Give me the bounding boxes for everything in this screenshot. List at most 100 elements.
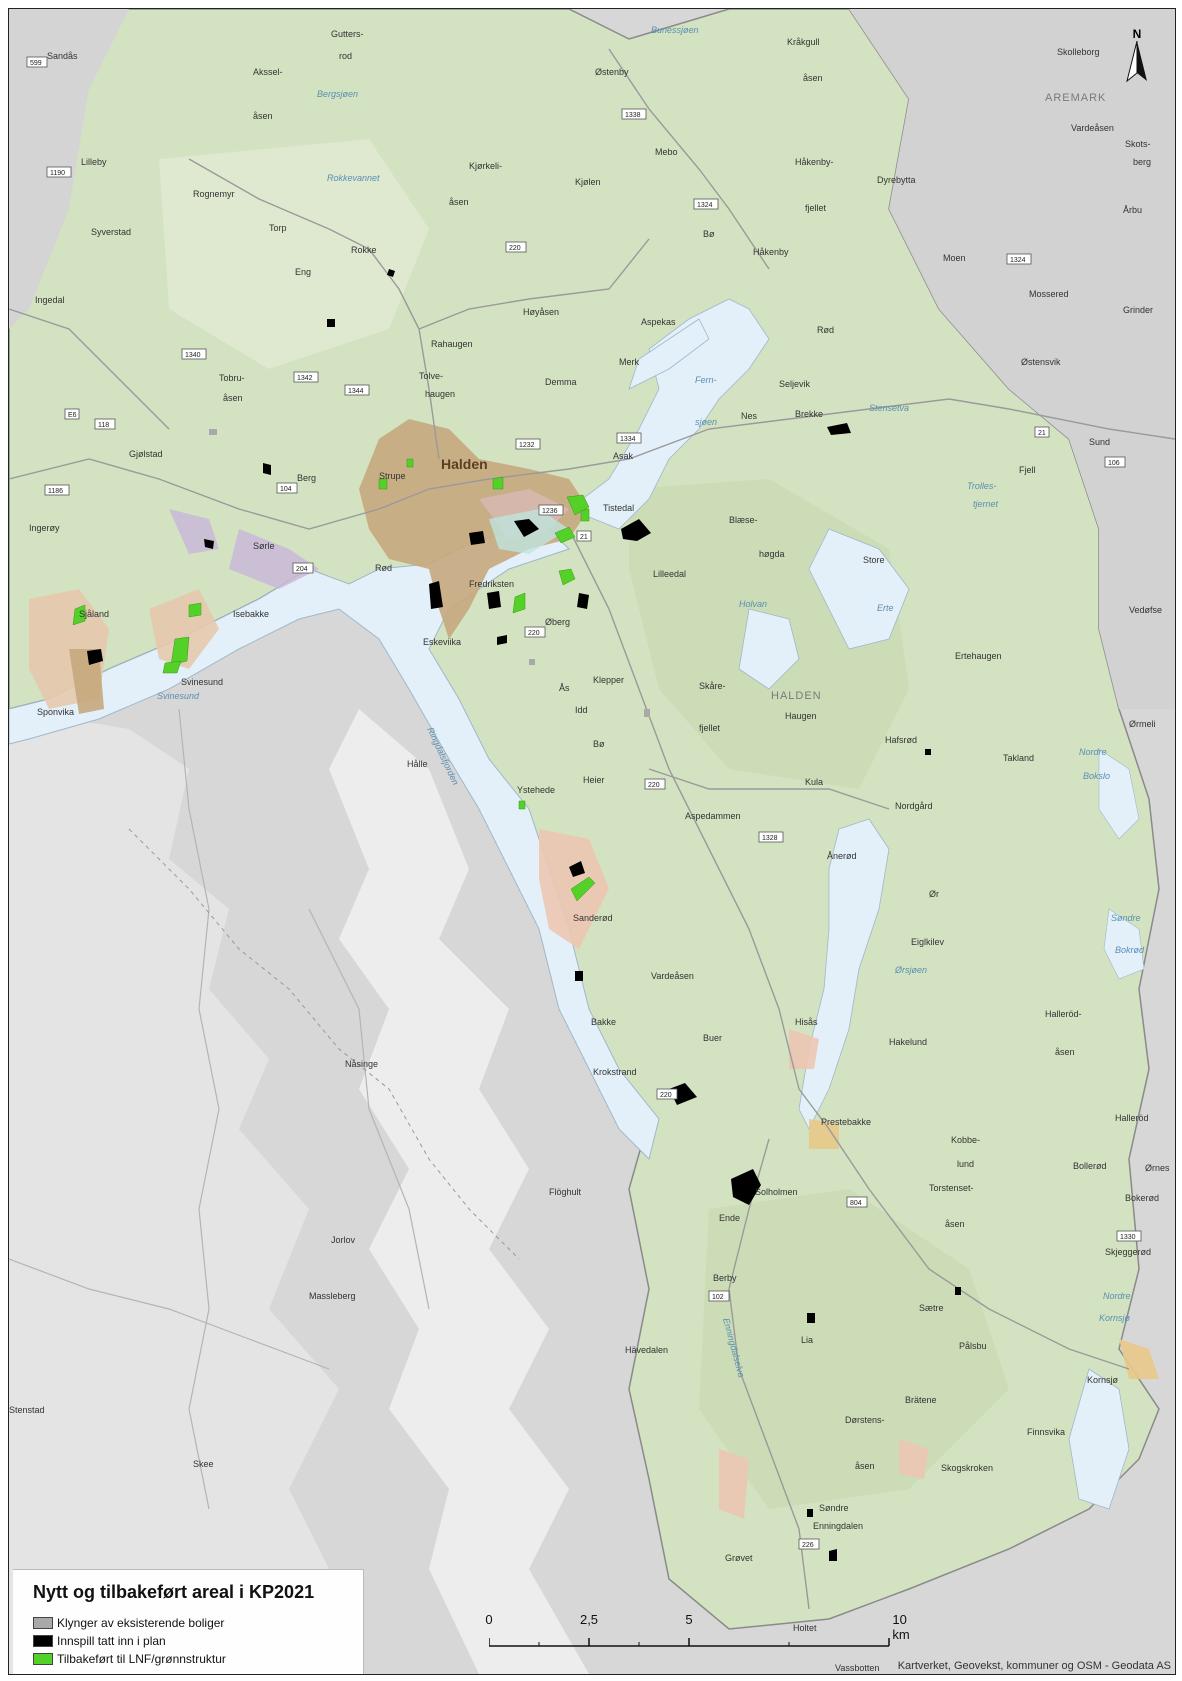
svg-text:Skjeggerød: Skjeggerød [1105, 1247, 1151, 1257]
svg-text:Ertehaugen: Ertehaugen [955, 651, 1002, 661]
svg-text:804: 804 [850, 1200, 862, 1207]
svg-text:Øberg: Øberg [545, 617, 570, 627]
svg-text:Akssel-: Akssel- [253, 67, 283, 77]
svg-text:Ørsjøen: Ørsjøen [894, 965, 927, 975]
svg-text:Gjølstad: Gjølstad [129, 449, 163, 459]
svg-text:Årbu: Årbu [1123, 205, 1142, 215]
svg-text:Ingedal: Ingedal [35, 295, 65, 305]
femsjoen-arm [628, 318, 710, 390]
svg-text:Trolles-: Trolles- [967, 481, 996, 491]
legend-item-label: Tilbakeført til LNF/grønnstruktur [57, 1652, 226, 1666]
svinesund-residential [69, 649, 104, 714]
svg-text:Kråkgull: Kråkgull [787, 37, 820, 47]
svg-text:Stenstad: Stenstad [9, 1405, 45, 1415]
svg-text:Ør: Ør [929, 889, 939, 899]
bokslo-lake [1098, 748, 1140, 840]
scale-tick-5: 5 [685, 1612, 693, 1627]
svg-text:Grinder: Grinder [1123, 305, 1153, 315]
svg-text:Kornsjø: Kornsjø [1099, 1313, 1131, 1323]
svg-text:1340: 1340 [185, 352, 201, 359]
svg-text:220: 220 [528, 630, 540, 637]
legend-item-new-area: Innspill tatt inn i plan [33, 1634, 166, 1648]
legend-item-label: Klynger av eksisterende boliger [57, 1616, 225, 1630]
svg-text:Ørnes: Ørnes [1145, 1163, 1170, 1173]
sweden-white-patches [329, 709, 589, 1674]
bokrod-lake [1103, 908, 1145, 980]
svg-text:Jorlov: Jorlov [331, 1235, 356, 1245]
iddefjord [9, 528, 660, 1160]
svg-text:berg: berg [1133, 157, 1151, 167]
svg-text:Tolve-: Tolve- [419, 371, 443, 381]
svg-text:Kjørkeli-: Kjørkeli- [469, 161, 502, 171]
svg-text:Store: Store [863, 555, 885, 565]
scale-bar: 0 2,5 5 10 km [485, 1612, 910, 1652]
svg-text:Sørle: Sørle [253, 541, 275, 551]
svg-text:Hafsrød: Hafsrød [885, 735, 917, 745]
svg-text:Brekke: Brekke [795, 409, 823, 419]
svg-text:Halleröd-: Halleröd- [1045, 1009, 1082, 1019]
place-labels: Halden HALDEN AREMARK Sandås Gutters- ro… [9, 29, 1170, 1673]
svg-text:104: 104 [280, 486, 292, 493]
svg-text:åsen: åsen [803, 73, 823, 83]
store-erte [808, 528, 910, 650]
svg-text:Søndre: Søndre [1111, 913, 1141, 923]
svg-text:Solholmen: Solholmen [755, 1187, 798, 1197]
new-area-polygons [87, 269, 961, 1561]
map-credits: Kartverket, Geovekst, kommuner og OSM - … [897, 1660, 1171, 1672]
map-frame: 599 1190 1338 1324 220 1340 1342 1344 12… [8, 8, 1176, 1675]
svg-text:Pålsbu: Pålsbu [959, 1341, 987, 1351]
holvan [738, 608, 800, 690]
svg-text:1324: 1324 [1010, 257, 1026, 264]
svg-text:Mebo: Mebo [655, 147, 678, 157]
svg-text:Massleberg: Massleberg [309, 1291, 356, 1301]
svg-text:Rød: Rød [817, 325, 834, 335]
svg-text:åsen: åsen [223, 393, 243, 403]
svg-text:Hålle: Hålle [407, 759, 428, 769]
femsjoen [568, 298, 770, 530]
north-label: N [1132, 27, 1142, 41]
svg-text:Finnsvika: Finnsvika [1027, 1427, 1065, 1437]
svg-text:204: 204 [296, 566, 308, 573]
svg-text:Halleröd: Halleröd [1115, 1113, 1149, 1123]
svg-text:Erte: Erte [877, 603, 894, 613]
svg-text:Sponvika: Sponvika [37, 707, 74, 717]
svg-text:Kobbe-: Kobbe- [951, 1135, 980, 1145]
svg-text:Dyrebytta: Dyrebytta [877, 175, 916, 185]
scale-tick-2-5: 2,5 [579, 1612, 599, 1627]
svg-text:Fern-: Fern- [695, 375, 717, 385]
svg-text:Hävedalen: Hävedalen [625, 1345, 668, 1355]
isebakke-residential [149, 589, 219, 669]
svg-text:Østenby: Østenby [595, 67, 629, 77]
svg-text:1186: 1186 [48, 488, 63, 495]
svg-text:Nes: Nes [741, 411, 758, 421]
svg-text:høgda: høgda [759, 549, 785, 559]
svg-text:Demma: Demma [545, 377, 577, 387]
legend-item-clusters: Klynger av eksisterende boliger [33, 1616, 224, 1630]
svg-text:Brätene: Brätene [905, 1395, 937, 1405]
svg-text:1236: 1236 [542, 508, 558, 515]
svg-text:E6: E6 [68, 412, 77, 419]
svg-text:åsen: åsen [449, 197, 469, 207]
neighbour-north-east [849, 9, 1175, 709]
svg-text:Skolleborg: Skolleborg [1057, 47, 1100, 57]
svg-text:Skogskroken: Skogskroken [941, 1463, 993, 1473]
svg-text:Kula: Kula [805, 777, 823, 787]
svg-text:Ørmeli: Ørmeli [1129, 719, 1156, 729]
svg-text:Skots-: Skots- [1125, 139, 1151, 149]
svg-text:Gutters-: Gutters- [331, 29, 364, 39]
svg-text:220: 220 [648, 782, 660, 789]
svg-text:åsen: åsen [945, 1219, 965, 1229]
map-canvas[interactable]: 599 1190 1338 1324 220 1340 1342 1344 12… [9, 9, 1175, 1674]
cluster-markers [209, 429, 650, 717]
svg-text:Rød: Rød [375, 563, 392, 573]
svg-text:Lilleby: Lilleby [81, 157, 107, 167]
svg-text:Grøvet: Grøvet [725, 1553, 753, 1563]
svg-text:Torstenset-: Torstenset- [929, 1183, 974, 1193]
svg-text:haugen: haugen [425, 389, 455, 399]
svg-text:Moen: Moen [943, 253, 966, 263]
svg-text:Sanderød: Sanderød [573, 913, 613, 923]
svg-text:Håkenby: Håkenby [753, 247, 789, 257]
legend-title: Nytt og tilbakeført areal i KP2021 [33, 1582, 315, 1602]
svg-text:Ystehede: Ystehede [517, 785, 555, 795]
svg-text:1344: 1344 [348, 388, 364, 395]
